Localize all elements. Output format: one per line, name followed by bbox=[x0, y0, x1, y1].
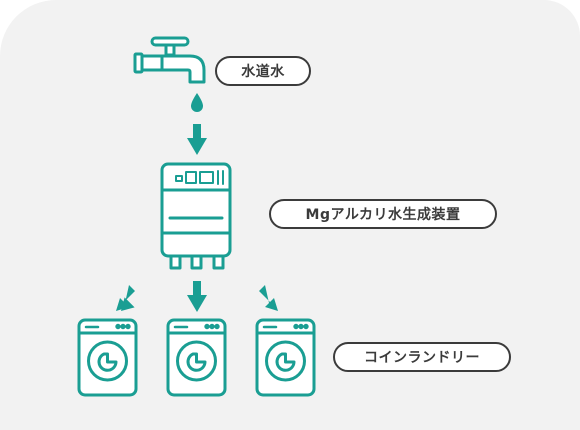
water-drop-icon bbox=[191, 93, 203, 112]
arrow-icon bbox=[116, 285, 141, 311]
coin-laundry-label: コインランドリー bbox=[333, 342, 511, 372]
arrow-icon bbox=[187, 124, 207, 155]
faucet-icon bbox=[133, 36, 206, 84]
washing-machine-icon bbox=[166, 318, 227, 397]
arrow-icon bbox=[259, 285, 278, 311]
tap-water-label: 水道水 bbox=[215, 56, 311, 86]
generator-label: Mgアルカリ水生成装置 bbox=[269, 199, 497, 229]
generator-icon bbox=[160, 162, 232, 270]
washing-machine-icon bbox=[255, 318, 316, 397]
arrow-icon bbox=[187, 281, 207, 312]
washing-machine-icon bbox=[77, 318, 138, 397]
